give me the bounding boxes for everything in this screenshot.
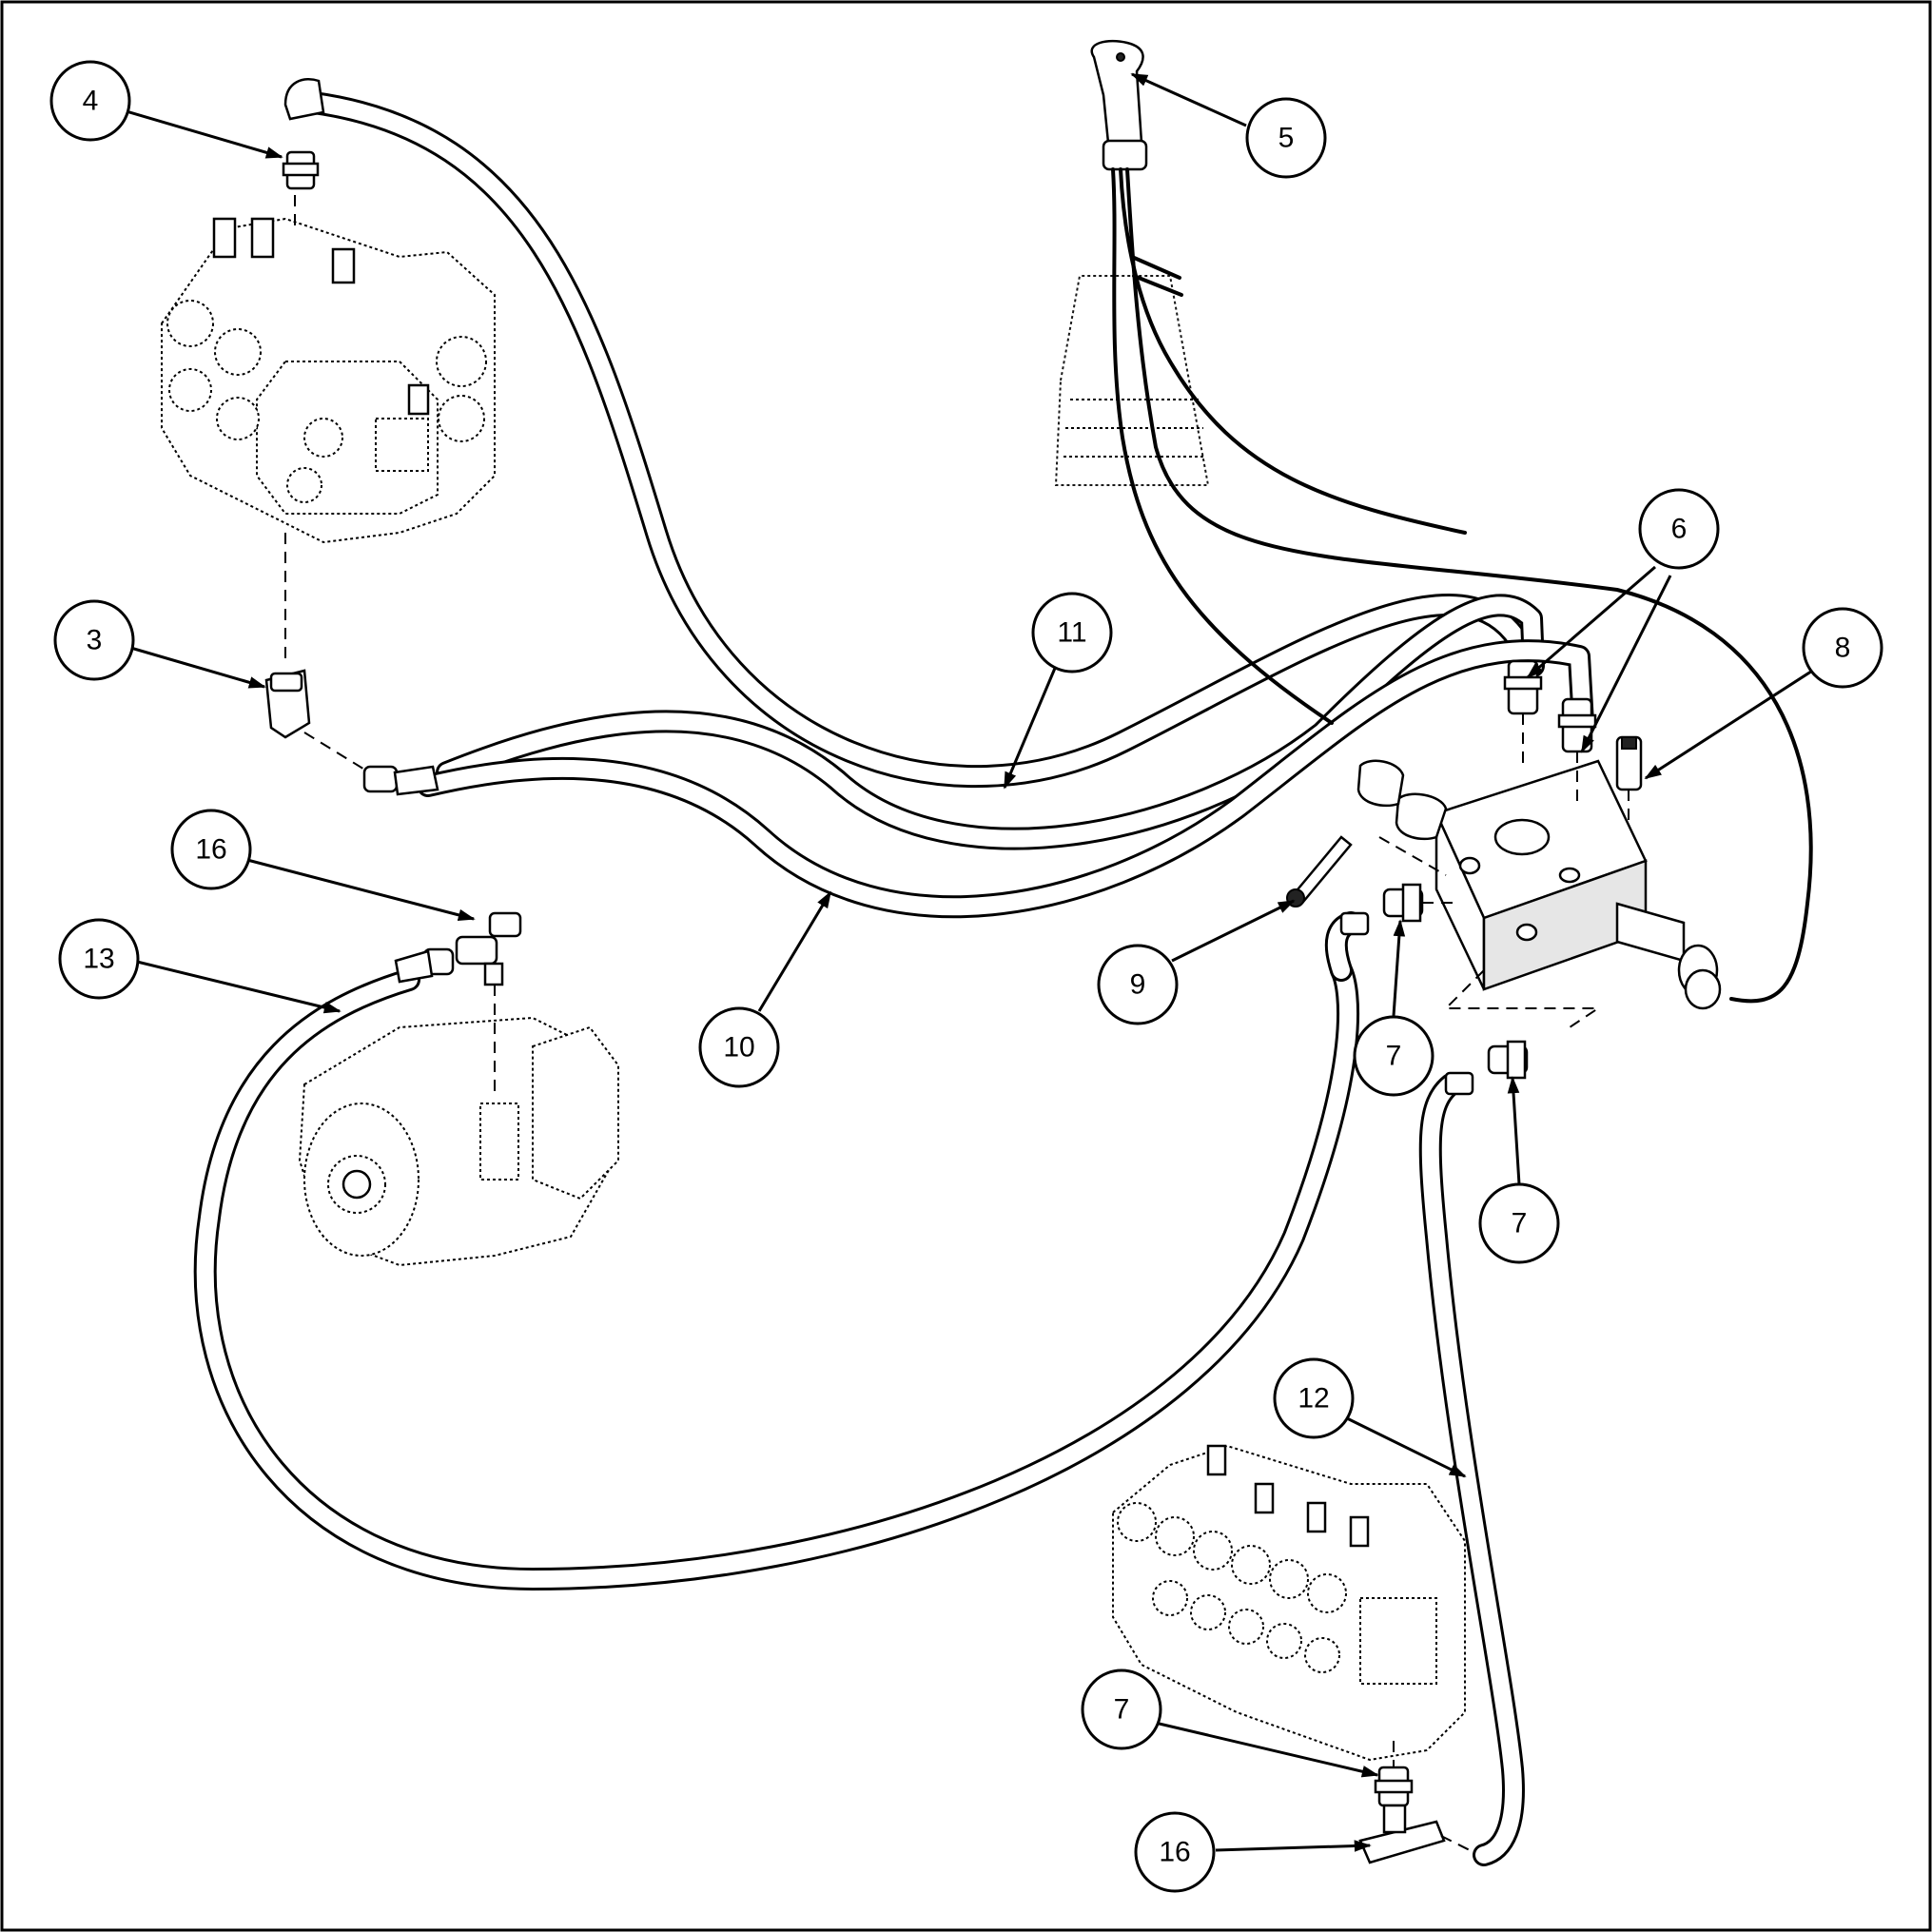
callout-label-10: 10 [723,1032,754,1064]
callout-label-4: 4 [83,86,99,117]
callout-8: 8 [1802,607,1883,689]
callout-7-mid: 7 [1478,1182,1560,1264]
callout-label-8: 8 [1835,633,1851,664]
callout-11: 11 [1031,592,1113,673]
hose-11 [436,594,1545,850]
valve-bank-lower-right [1112,1444,1466,1762]
callout-16-upper: 16 [170,809,252,890]
bolt-9 [1286,835,1353,907]
callout-label-7-mid: 7 [1512,1208,1528,1239]
leaders [119,72,1818,1852]
hose-10 [417,639,1594,919]
hose-end-13 [1339,911,1370,936]
callout-16-lower: 16 [1134,1811,1216,1893]
callout-6: 6 [1638,488,1720,570]
callout-4: 4 [49,60,131,142]
hose-end-upper-left [283,78,325,121]
callout-7-lower: 7 [1081,1669,1162,1750]
callout-label-11: 11 [1057,617,1086,649]
fitting-7-upper [1382,883,1460,923]
callout-label-12: 12 [1298,1383,1329,1415]
callout-label-16-upper: 16 [195,834,226,866]
callout-13: 13 [58,918,140,1000]
tee-16-upper [455,911,522,1094]
callout-10: 10 [698,1006,780,1088]
callout-label-3: 3 [87,625,103,656]
callout-5: 5 [1245,97,1327,179]
manifold-block [1356,759,1722,1028]
fitting-6-left [1503,659,1543,771]
joystick-5 [1054,39,1813,1004]
fitting-7-lower [1374,1766,1414,1807]
callout-label-9: 9 [1130,969,1146,1001]
callout-label-5: 5 [1278,123,1295,154]
callout-7-upper: 7 [1353,1015,1434,1097]
fitting-4 [282,150,320,190]
callout-label-7-upper: 7 [1386,1041,1402,1072]
pump-center-left [298,1016,619,1267]
elbow-3 [264,669,367,771]
hose-12 [1418,1073,1525,1866]
valve-body-upper-left [161,217,496,544]
hose-end-13-upper [394,947,455,984]
callout-3: 3 [53,599,135,681]
hose-13 [193,959,1360,1590]
callout-label-7-lower: 7 [1114,1694,1130,1726]
callout-9: 9 [1097,944,1179,1025]
callout-12: 12 [1273,1357,1355,1439]
tee-16-lower [1358,1804,1471,1864]
fitting-7-mid [1487,1040,1529,1080]
callout-label-6: 6 [1671,514,1688,545]
hose-4-to-manifold [302,91,1533,789]
callout-label-16-lower: 16 [1159,1837,1190,1868]
hose-end-10 [362,765,439,796]
hose-end-12 [1444,1071,1474,1096]
fitting-8 [1615,735,1643,828]
callout-label-13: 13 [83,944,114,975]
